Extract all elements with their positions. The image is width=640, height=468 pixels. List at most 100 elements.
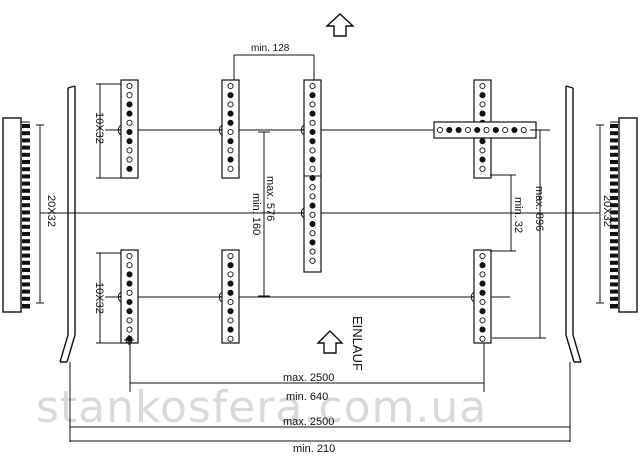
clamp-tooth [22,260,30,265]
clamp-tooth [22,196,30,200]
filled-hole [227,280,234,287]
filled-hole [309,92,316,99]
clamp-tooth [610,239,618,244]
clamp-tooth [610,224,618,229]
up-arrow-icon [325,13,355,37]
filled-hole [126,271,133,278]
open-hole [479,101,486,108]
open-hole [227,335,234,342]
hole-bars [117,79,537,345]
filled-hole [227,138,234,145]
filled-hole [227,262,234,269]
filled-hole [227,308,234,315]
open-hole [309,230,316,237]
stop-marker [470,291,475,303]
clamp-tooth [610,188,618,193]
filled-hole [126,110,133,117]
clamp-tooth [22,246,30,251]
clamp-tooth [22,181,30,186]
clamp-tooth [610,296,618,301]
open-hole [309,147,316,154]
clamp-tooth [22,152,30,157]
stop-marker [117,124,122,136]
clamp-tooth [22,224,30,229]
open-hole [227,82,234,90]
clamp-tooth [610,152,618,157]
open-hole [126,147,133,154]
filled-hole [227,156,234,163]
stop-marker [218,291,223,303]
open-hole [479,335,486,342]
open-hole [227,252,234,260]
min-32-label: min. 32 [512,197,524,233]
filled-hole [309,110,316,117]
watermark: stankosfera.com.ua [36,382,487,433]
filled-hole [479,138,486,145]
filled-hole [227,92,234,99]
clamp-tooth [610,275,618,280]
clamp-tooth [610,131,618,136]
clamp-tooth [22,217,30,222]
open-hole [126,252,133,260]
filled-hole [126,128,133,136]
open-hole [227,165,234,172]
clamp-tooth [610,203,618,208]
filled-hole [309,174,316,182]
open-hole [227,128,234,136]
hole-bar [221,249,240,344]
open-hole [479,252,486,260]
filled-hole [227,110,234,117]
open-hole [309,184,316,191]
clamp-tooth [610,217,618,222]
clamp-tooth [22,160,30,164]
open-hole [309,82,316,90]
open-hole [227,271,234,278]
hole-bar [221,79,240,179]
open-hole [227,147,234,154]
open-hole [479,298,486,306]
clamp-tooth [22,268,30,272]
clamp-tooth [22,131,30,136]
clamp-tooth [22,138,30,143]
stop-marker [218,124,223,136]
max-896-dimension [492,129,550,339]
einlauf-label: EINLAUF [350,316,365,371]
min-160-label: min. 160 [250,193,262,235]
filled-hole [479,308,486,315]
clamp-tooth [610,196,618,200]
left-side-rail [59,85,76,363]
filled-hole [479,280,486,287]
clamp-tooth [610,181,618,186]
filled-hole [479,262,486,269]
lower-left-size-label: 10X32 [93,282,105,314]
open-hole [126,289,133,296]
max-576-dimension [258,131,270,297]
clamp-tooth [22,232,30,236]
hole-bar [120,79,139,179]
clamp-tooth [610,145,618,150]
right-side-rail [565,85,582,363]
max-896-label: max. 896 [533,186,545,231]
open-hole [309,211,316,218]
filled-hole [309,156,316,163]
filled-hole [126,298,133,306]
clamp-tooth [610,246,618,251]
clamp-tooth [610,289,618,294]
clamp-tooth [22,275,30,280]
clamp-tooth [610,124,618,128]
clamp-tooth [610,174,618,179]
open-hole [309,257,316,264]
filled-hole [309,138,316,145]
open-hole [479,317,486,324]
clamp-tooth [610,304,618,308]
filled-hole [126,280,133,287]
open-hole [479,165,486,172]
open-hole [227,101,234,108]
clamp-tooth [22,145,30,150]
filled-hole [126,138,133,145]
clamp-tooth [610,138,618,143]
up-arrow-icon [316,330,344,354]
clamp-tooth [22,167,30,172]
